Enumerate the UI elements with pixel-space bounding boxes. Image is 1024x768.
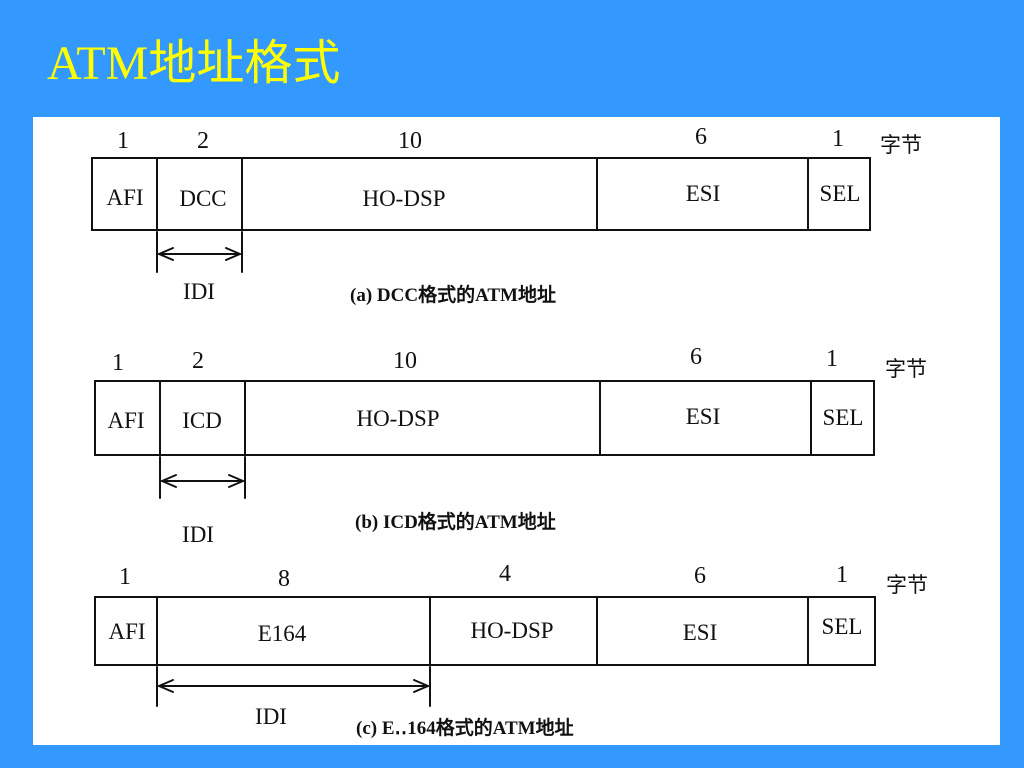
byte-count-dcc: 2	[197, 128, 209, 154]
field-label-sel: SEL	[822, 614, 863, 639]
field-label-e164: E164	[258, 621, 307, 646]
field-label-esi: ESI	[686, 181, 721, 206]
field-label-esi: ESI	[686, 404, 721, 429]
byte-unit-label: 字节	[886, 573, 928, 597]
idi-label: IDI	[182, 522, 214, 547]
diagram-caption: (b) ICD格式的ATM地址	[355, 510, 556, 533]
byte-count-afi: 1	[112, 350, 124, 376]
byte-count-esi: 6	[694, 563, 706, 589]
byte-count-icd: 2	[192, 348, 204, 374]
diagram-caption: (c) E‥164格式的ATM地址	[356, 716, 574, 739]
field-label-icd: ICD	[182, 408, 222, 433]
field-cell-sel	[807, 157, 871, 231]
field-label-afi: AFI	[107, 408, 144, 433]
diagram-caption: (a) DCC格式的ATM地址	[350, 283, 556, 306]
field-label-sel: SEL	[820, 181, 861, 206]
idi-label: IDI	[255, 704, 287, 729]
field-label-ho-dsp: HO-DSP	[362, 186, 445, 211]
byte-unit-label: 字节	[885, 357, 927, 381]
diagram-panel	[33, 117, 1000, 745]
idi-span-arrowhead-right	[228, 474, 244, 488]
byte-count-afi: 1	[117, 128, 129, 154]
idi-span-arrowhead-left	[161, 474, 177, 488]
idi-span-arrowhead-right	[413, 679, 429, 693]
byte-count-esi: 6	[690, 344, 702, 370]
byte-unit-label: 字节	[880, 133, 922, 157]
byte-count-ho-dsp: 10	[398, 128, 422, 154]
idi-label: IDI	[183, 279, 215, 304]
byte-count-ho-dsp: 10	[393, 348, 417, 374]
slide-title: ATM地址格式	[47, 37, 341, 90]
idi-span-arrowhead-right	[225, 247, 241, 261]
field-label-afi: AFI	[108, 619, 145, 644]
field-cell-sel	[807, 596, 876, 666]
byte-count-ho-dsp: 4	[499, 561, 511, 587]
byte-count-sel: 1	[836, 562, 848, 588]
byte-count-sel: 1	[832, 126, 844, 152]
field-cell-sel	[810, 380, 875, 456]
field-label-afi: AFI	[106, 185, 143, 210]
byte-count-afi: 1	[119, 564, 131, 590]
byte-count-sel: 1	[826, 346, 838, 372]
field-label-sel: SEL	[823, 405, 864, 430]
field-label-esi: ESI	[683, 620, 718, 645]
idi-span-arrowhead-left	[158, 679, 174, 693]
field-label-dcc: DCC	[179, 186, 226, 211]
byte-count-esi: 6	[695, 124, 707, 150]
idi-span-arrowhead-left	[158, 247, 174, 261]
field-label-ho-dsp: HO-DSP	[470, 618, 553, 643]
field-label-ho-dsp: HO-DSP	[356, 406, 439, 431]
byte-count-e164: 8	[278, 566, 290, 592]
